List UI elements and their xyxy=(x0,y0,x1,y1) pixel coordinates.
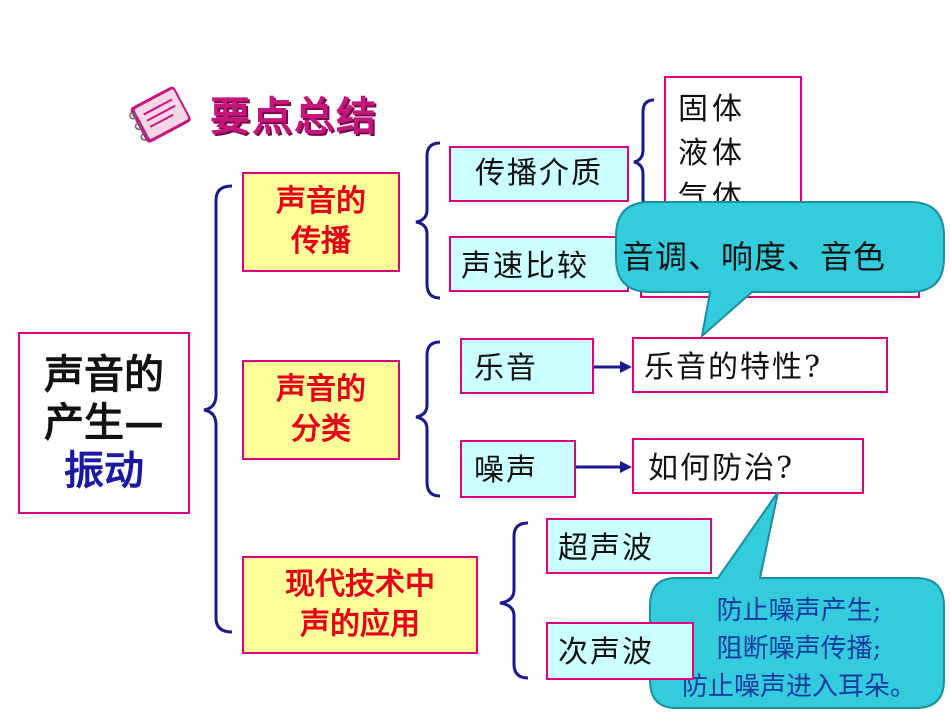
noise-answer-text: 防止噪声产生; 阻断噪声传播; 防止噪声进入耳朵。 xyxy=(650,592,948,706)
branch-propagation-line2: 传播 xyxy=(291,224,351,259)
infrasonic-box: 次声波 xyxy=(546,622,694,680)
classification-brace xyxy=(415,340,441,498)
main-brace xyxy=(203,184,233,634)
noise-answer-line3: 防止噪声进入耳朵。 xyxy=(681,672,916,702)
music-answer-text: 音调、响度、音色 xyxy=(622,238,887,276)
page-title: 要点总结 xyxy=(210,94,378,140)
noise-answer-line1: 防止噪声产生; xyxy=(716,596,882,626)
root-line3: 振动 xyxy=(64,447,144,494)
root-line1: 声音的 xyxy=(44,351,164,398)
branch-classification-line2: 分类 xyxy=(291,412,351,447)
speed-box: 声速比较 xyxy=(449,236,629,292)
music-answer-callout xyxy=(615,201,945,339)
branch-propagation: 声音的 传播 xyxy=(242,172,400,272)
music-box: 乐音 xyxy=(460,338,594,394)
noise-answer-line2: 阻断噪声传播; xyxy=(716,634,882,664)
branch-application-line2: 声的应用 xyxy=(300,607,420,642)
branch-classification: 声音的 分类 xyxy=(242,360,400,460)
branch-application-line1: 现代技术中 xyxy=(285,567,435,602)
media-liquid: 液体 xyxy=(678,136,746,171)
noise-answer-callout xyxy=(649,491,945,709)
branch-classification-line1: 声音的 xyxy=(276,372,366,407)
noise-box: 噪声 xyxy=(460,440,576,498)
branch-propagation-line1: 声音的 xyxy=(276,184,366,219)
notebook-icon xyxy=(129,86,191,143)
root-node: 声音的 产生— 振动 xyxy=(18,332,190,514)
application-brace xyxy=(499,521,529,680)
music-question-box: 乐音的特性? xyxy=(632,337,888,393)
medium-box: 传播介质 xyxy=(449,146,629,202)
ultrasonic-box: 超声波 xyxy=(546,518,712,574)
root-line2: 产生— xyxy=(44,399,164,446)
media-solid: 固体 xyxy=(678,92,746,127)
branch-application: 现代技术中 声的应用 xyxy=(242,556,478,654)
propagation-brace xyxy=(415,141,441,300)
noise-question-box: 如何防治? xyxy=(632,438,864,494)
media-brace xyxy=(633,98,655,212)
